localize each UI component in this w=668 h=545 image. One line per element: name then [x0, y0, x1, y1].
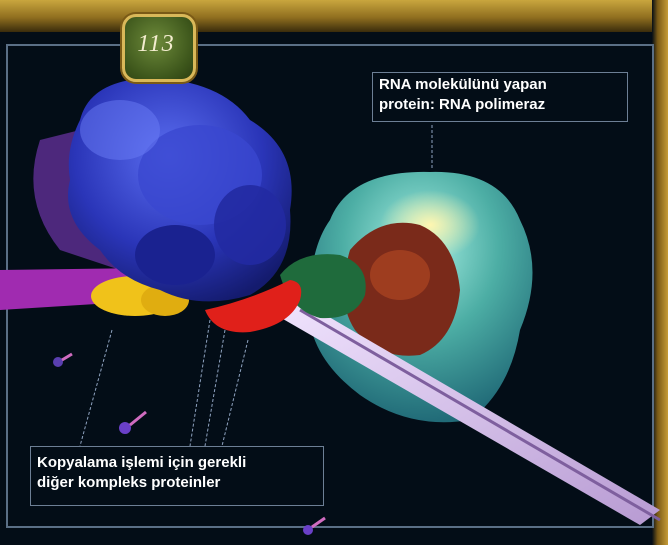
complex-proteins-label: Kopyalama işlemi için gerekli diğer komp…	[30, 446, 324, 506]
rna-polymerase-label: RNA molekülünü yapan protein: RNA polime…	[372, 72, 628, 122]
complex-proteins-label-line1: Kopyalama işlemi için gerekli	[37, 453, 323, 473]
complex-proteins-label-line2: diğer kompleks proteinler	[37, 473, 323, 493]
page-number: 113	[137, 31, 174, 58]
page-number-badge: 113	[116, 8, 196, 80]
rna-polymerase-label-line2: protein: RNA polimeraz	[379, 95, 627, 115]
small-molecule-icon	[303, 518, 325, 535]
rna-polymerase-label-line1: RNA molekülünü yapan	[379, 75, 627, 95]
small-molecule-icon	[53, 354, 72, 367]
small-molecule-icon	[119, 412, 146, 434]
